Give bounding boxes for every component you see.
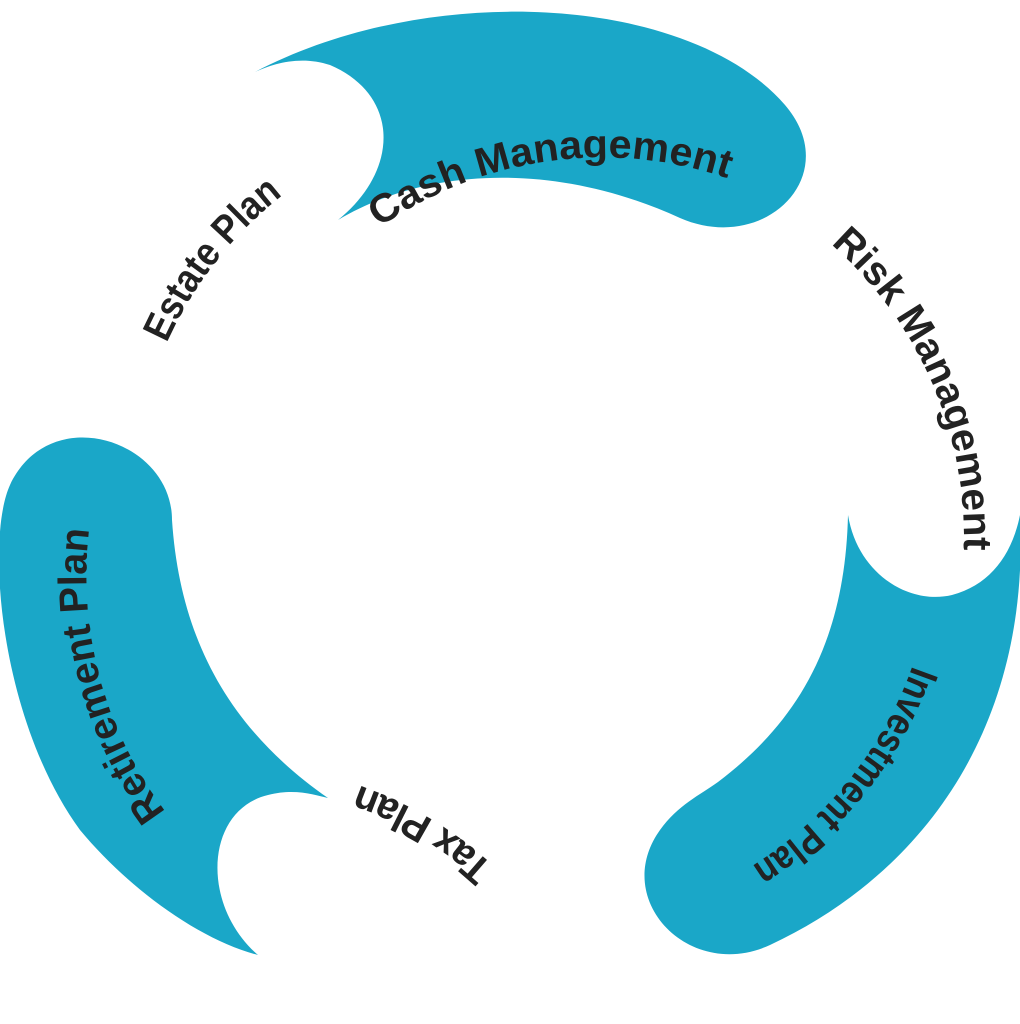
tax-plan-label: Tax Plan [347,777,500,893]
retirement-plan-segment [0,437,328,955]
estate-plan-label: Estate Plan [135,168,288,347]
cash-management-segment [255,11,806,228]
investment-plan-segment [644,515,1020,955]
risk-management-label: Risk Management [825,218,999,551]
